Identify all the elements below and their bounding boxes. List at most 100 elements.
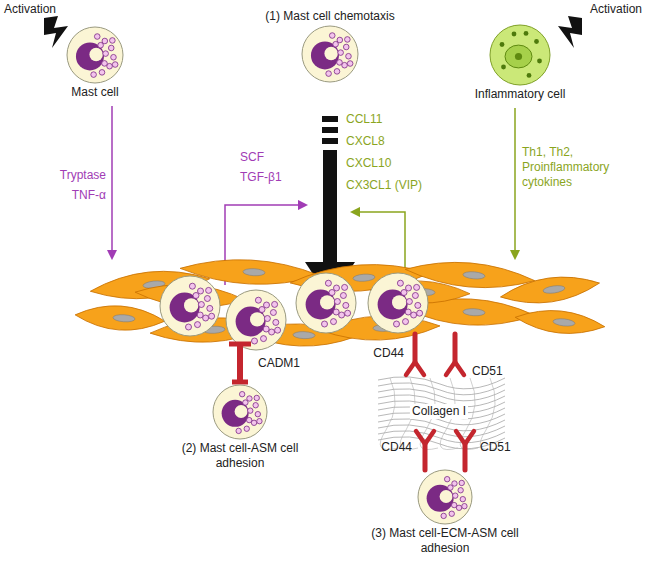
- nucleus-notch: [184, 298, 198, 312]
- inflammatory-cell: Inflammatory cell: [460, 23, 580, 102]
- mediator-label: SCF: [240, 150, 264, 165]
- granule: [111, 54, 117, 60]
- granule: [500, 42, 505, 47]
- granule: [204, 296, 210, 302]
- granule: [197, 312, 203, 318]
- granule: [459, 480, 464, 485]
- granule: [537, 59, 542, 64]
- granule: [98, 42, 104, 48]
- granule: [195, 322, 201, 328]
- granule: [397, 280, 403, 286]
- granule: [534, 39, 539, 44]
- cell-label: Mast cell: [71, 85, 118, 100]
- granule: [189, 283, 195, 289]
- granule: [108, 45, 114, 51]
- molecule-label: CADM1: [258, 356, 300, 371]
- molecule-label: CD51: [472, 364, 503, 379]
- nucleus: [505, 45, 532, 68]
- granule: [449, 511, 454, 516]
- granule: [198, 302, 204, 308]
- granule: [252, 338, 258, 344]
- asm-nucleus: [353, 273, 375, 282]
- receptor-fork: [406, 362, 424, 375]
- granule: [186, 324, 192, 330]
- nucleus-notch: [235, 405, 248, 418]
- cell-drawing: [416, 468, 474, 526]
- cadm1-molecule: [232, 380, 248, 385]
- granule: [246, 417, 251, 422]
- collagen-fibre: [380, 378, 398, 450]
- nucleus: [222, 400, 249, 427]
- cell-body: [302, 26, 358, 82]
- nucleus: [236, 307, 266, 337]
- mediator-label: TGF-β1: [240, 170, 282, 185]
- mast-cell: (3) Mast cell-ECM-ASM cell adhesion: [355, 468, 535, 556]
- nucleus: [76, 42, 104, 70]
- cytokine-label: Th1, Th2, Proinflammatory cytokines: [522, 145, 652, 190]
- embedded-mast-cells: [160, 273, 474, 470]
- granule: [453, 493, 458, 498]
- mediator-label: TNF-α: [72, 188, 106, 203]
- granule: [347, 61, 353, 67]
- lightning-bolt: [44, 16, 68, 48]
- granule: [342, 284, 348, 290]
- activation-label: Activation: [4, 2, 56, 17]
- asm-cell: [514, 306, 606, 337]
- activation-label: Activation: [590, 2, 642, 17]
- nucleolus: [515, 53, 522, 60]
- asm-cell-layer: [74, 256, 606, 348]
- granule: [403, 319, 409, 325]
- cell-body: [213, 385, 267, 439]
- cell-drawing: [211, 383, 269, 441]
- granule: [99, 70, 105, 76]
- granule: [406, 299, 412, 305]
- receptor-stem: [463, 444, 468, 470]
- mast-cell: (1) Mast cell chemotaxis: [225, 9, 435, 84]
- granule: [203, 315, 209, 321]
- asm-nucleus: [113, 314, 135, 323]
- granule: [337, 60, 343, 66]
- granule: [248, 408, 253, 413]
- asm-cell: [499, 271, 601, 309]
- cell-body: [67, 27, 123, 83]
- granule: [405, 309, 411, 315]
- granule: [451, 502, 456, 507]
- asm-nucleus: [553, 318, 576, 327]
- granule: [102, 61, 108, 67]
- granule: [275, 327, 281, 333]
- granule: [206, 287, 212, 293]
- granule: [401, 290, 407, 296]
- cell-label: (1) Mast cell chemotaxis: [265, 9, 394, 24]
- granule: [462, 503, 467, 508]
- nucleus-notch: [440, 490, 453, 503]
- asm-cell: [74, 303, 165, 333]
- cell-label: Inflammatory cell: [475, 87, 566, 102]
- cell-label: (3) Mast cell-ECM-ASM cell adhesion: [355, 526, 535, 556]
- cell-body: [160, 276, 220, 336]
- granule: [329, 33, 335, 39]
- granule: [512, 32, 517, 37]
- nucleus-notch: [320, 295, 334, 309]
- chemokine-label: CXCL8: [346, 134, 385, 149]
- receptor-fork: [456, 431, 474, 444]
- asm-nucleus: [293, 331, 315, 339]
- nucleus: [311, 41, 339, 69]
- granule: [501, 65, 506, 70]
- granule: [460, 496, 465, 501]
- cell-body: [368, 273, 428, 333]
- granule: [239, 391, 244, 396]
- chemokine-label: CXCL10: [346, 156, 391, 171]
- receptor-stem: [453, 334, 458, 362]
- receptor-stem: [413, 334, 418, 362]
- receptor-fork: [416, 431, 434, 444]
- collagen-fibres: [378, 377, 505, 450]
- nucleus-notch: [392, 295, 406, 309]
- chemokine-label: CX3CL1 (VIP): [346, 178, 422, 193]
- granule: [207, 305, 213, 311]
- nucleus-notch: [250, 312, 264, 326]
- asm-nucleus: [543, 284, 566, 294]
- purple-arrow: [111, 106, 113, 258]
- granule: [441, 513, 446, 518]
- granule: [255, 297, 261, 303]
- granule: [333, 41, 339, 47]
